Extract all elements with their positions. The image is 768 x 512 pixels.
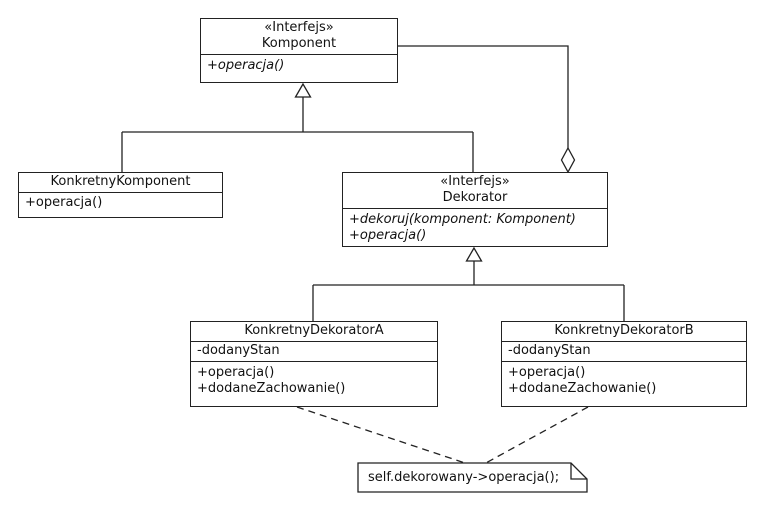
class-konkretny-dekorator-a: KonkretnyDekoratorA -dodanyStan +operacj… [190, 321, 438, 407]
class-name: KonkretnyKomponent [50, 174, 191, 189]
note-text: self.dekorowany->operacja(); [368, 470, 560, 485]
uml-note: self.dekorowany->operacja(); [358, 463, 570, 492]
class-name: Komponent [261, 36, 337, 51]
stereotype-label: «Interfejs» [440, 174, 510, 189]
operation: +operacja() [25, 195, 103, 210]
operations-compartment: +operacja() [201, 55, 397, 82]
generalization-triangle-icon [465, 246, 483, 262]
attribute: -dodanyStan [508, 343, 591, 358]
operation: +dodaneZachowanie() [508, 381, 657, 396]
class-header: «Interfejs» Komponent [201, 19, 397, 55]
class-name: KonkretnyDekoratorA [244, 323, 384, 338]
generalization-edges-to-dekorator [312, 246, 625, 321]
operation: +dodaneZachowanie() [197, 381, 346, 396]
class-header: KonkretnyDekoratorB [502, 322, 746, 342]
note-anchor-lines [296, 406, 589, 465]
class-konkretny-dekorator-b: KonkretnyDekoratorB -dodanyStan +operacj… [501, 321, 747, 407]
operations-compartment: +dekoruj(komponent: Komponent) +operacja… [343, 209, 607, 246]
generalization-edges-to-komponent [121, 82, 474, 172]
generalization-triangle-icon [294, 82, 312, 98]
attributes-compartment: -dodanyStan [191, 342, 437, 362]
operations-compartment: +operacja() [19, 193, 222, 217]
uml-note-shape [357, 462, 588, 493]
class-name: Dekorator [442, 190, 508, 205]
note-fold-icon [570, 463, 587, 480]
operation: +operacja() [508, 365, 586, 380]
operations-compartment: +operacja() +dodaneZachowanie() [191, 362, 437, 406]
operation: +dekoruj(komponent: Komponent) [349, 212, 576, 227]
class-header: KonkretnyDekoratorA [191, 322, 437, 342]
operation: +operacja() [207, 58, 285, 73]
attribute: -dodanyStan [197, 343, 280, 358]
stereotype-label: «Interfejs» [264, 20, 334, 35]
attributes-compartment: -dodanyStan [502, 342, 746, 362]
class-dekorator: «Interfejs» Dekorator +dekoruj(komponent… [342, 172, 608, 247]
class-konkretny-komponent: KonkretnyKomponent +operacja() [18, 172, 223, 218]
class-header: KonkretnyKomponent [19, 173, 222, 193]
class-header: «Interfejs» Dekorator [343, 173, 607, 209]
class-komponent: «Interfejs» Komponent +operacja() [200, 18, 398, 83]
class-name: KonkretnyDekoratorB [554, 323, 694, 338]
operations-compartment: +operacja() +dodaneZachowanie() [502, 362, 746, 406]
aggregation-diamond-icon [560, 146, 576, 174]
operation: +operacja() [349, 228, 427, 243]
aggregation-edge-dekorator-komponent [398, 45, 576, 174]
operation: +operacja() [197, 365, 275, 380]
